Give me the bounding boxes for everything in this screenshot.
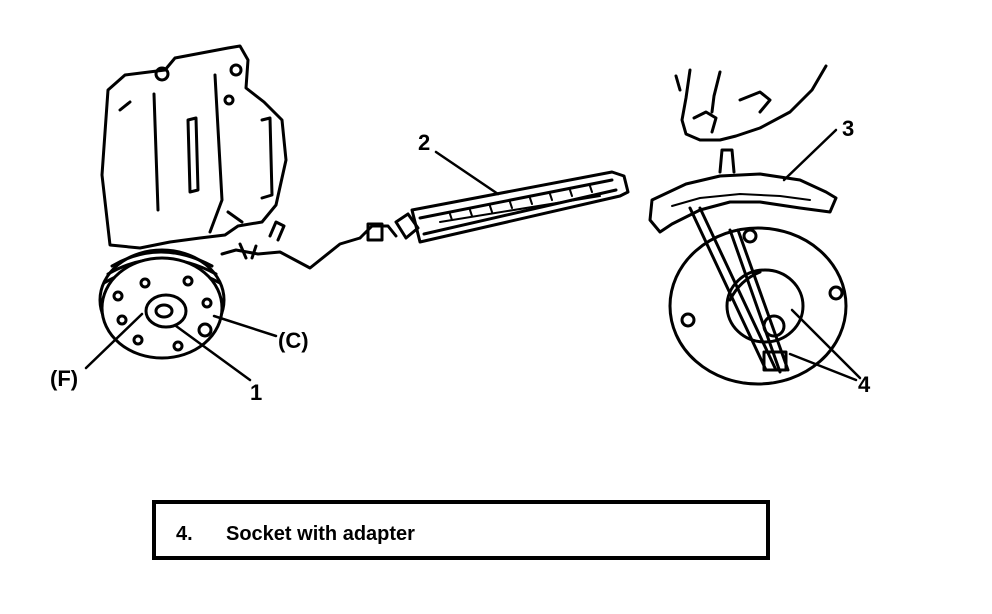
leader-c [212,314,278,338]
callout-f: (F) [50,366,79,391]
legend-number: 4. [176,523,193,545]
differential-housing [100,44,288,250]
legend-text: Socket with adapter [226,523,415,545]
leader-f [84,312,144,370]
leader-4b [788,352,858,382]
callout-4: 4 [858,372,871,397]
callout-3: 3 [842,116,855,141]
leader-4a [790,308,862,380]
leader-3 [782,128,838,182]
flange-c [98,248,226,360]
legend-box: 4. Socket with adapter [152,500,770,560]
string-line [220,236,362,270]
torque-wrench [648,148,838,374]
callout-c: (C) [278,328,309,353]
spring-gauge [358,170,630,244]
leader-1 [174,324,252,382]
callout-2: 2 [418,130,431,155]
hand [674,64,828,142]
callout-1: 1 [250,380,263,405]
leader-2 [434,150,500,196]
